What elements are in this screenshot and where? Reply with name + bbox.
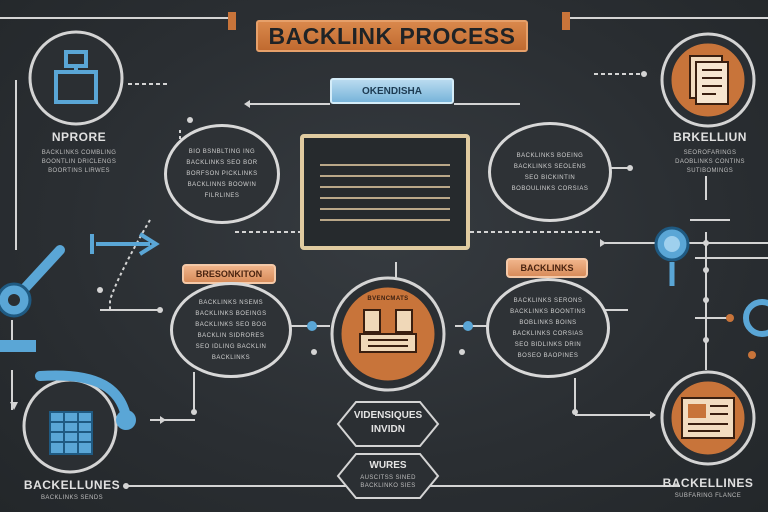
right-top-label: BRKELLIUN (673, 130, 747, 144)
hex-bottom: WURES AUSCITSS SINED BACKLINKO SIES (338, 460, 438, 489)
right-top-sub: SUTIBOMINGS (686, 168, 734, 174)
oval-text: BACKLIN SIDRORES (197, 332, 265, 339)
oval-text: BACKLINKS SEO BOR (186, 160, 258, 166)
tag-right-label: BACKLINKS (520, 263, 574, 273)
oval-text: BACKLINKS NSEMS (198, 299, 264, 306)
document-icon (689, 55, 729, 105)
oval-text: SEO BIDLINKS DRIN (514, 341, 582, 348)
left-bottom-info: BACKELLUNES BACKLINKS SENDS (14, 478, 130, 501)
left-top-sub: BACKLINKS COMBLING (41, 150, 117, 156)
newspaper-icon (681, 397, 735, 439)
tag-right: BACKLINKS (506, 258, 588, 278)
title-banner: BACKLINK PROCESS (256, 20, 528, 52)
right-top-sub: DAOBLINKS CONTINS (675, 159, 745, 165)
oval-text: SEO IDLING BACKLIN (195, 343, 267, 350)
panel-line (320, 163, 450, 166)
oval-text: BIO BSNBLTING ING (188, 149, 256, 155)
oval-text: BACKLINKS SEO BOG (195, 321, 267, 328)
oval-mid-right: BACKLINKS SERONS BACKLINKS BOONTINS BOBL… (486, 278, 610, 378)
right-top-sub: SEOROFARINGS (683, 150, 737, 156)
tag-left-label: BRESONKITON (195, 269, 263, 279)
tag-left: BRESONKITON (182, 264, 276, 284)
oval-text: BOBLINKS BOINS (519, 319, 577, 326)
oval-text: BACKLINKS SEOLENS (513, 163, 587, 170)
right-bottom-label: BACKELLINES (662, 476, 754, 490)
panel-line (320, 207, 450, 210)
center-bubble-label: BVENCMATS (367, 296, 409, 302)
panel-line (320, 196, 450, 199)
left-top-label: NPRORE (51, 130, 107, 144)
top-banner-label: OKENDISHA (361, 85, 422, 97)
left-top-sub: BOONTLIN DRICLENGS (41, 159, 117, 165)
oval-text: BACKLINKS BOONTINS (510, 308, 586, 315)
oval-top-right: BACKLINKS BOEING BACKLINKS SEOLENS SEO B… (488, 122, 612, 222)
panel-line (320, 218, 450, 221)
left-top-sub: BOORTINS LIRWES (48, 168, 110, 174)
oval-top-left: BIO BSNBLTING ING BACKLINKS SEO BOR BORF… (164, 124, 280, 224)
center-bubble: BVENCMATS (348, 296, 428, 363)
oval-text: FILRLINES (204, 193, 240, 199)
right-bottom-info: BACKELLINES SUBFARING FLANCE (652, 476, 764, 499)
left-top-info: NPRORE BACKLINKS COMBLING BOONTLIN DRICL… (24, 130, 134, 174)
building-icon (359, 309, 417, 353)
oval-text: BOBOULINKS CORSIAS (511, 185, 589, 192)
oval-mid-left: BACKLINKS NSEMS BACKLINKS BOEINGS BACKLI… (170, 282, 292, 378)
hex-top: VIDENSIQUES INVIDN (338, 410, 438, 435)
left-bottom-sub: BACKLINKS SENDS (40, 495, 104, 501)
right-bottom-sub: SUBFARING FLANCE (674, 493, 742, 499)
panel-line (320, 174, 450, 177)
panel-line (320, 185, 450, 188)
oval-text: BACKLINKS BOEING (516, 152, 584, 159)
hex-bottom-sub: BACKLINKO SIES (360, 483, 416, 489)
oval-text: SEO BICKINTIN (524, 174, 576, 181)
left-bottom-label: BACKELLUNES (23, 478, 121, 492)
hex-bottom-title: WURES (369, 460, 407, 471)
hex-top-line: INVIDN (371, 424, 405, 435)
oval-text: BACKLINKS SERONS (513, 297, 583, 304)
oval-text: BACKLINKS CORSIAS (512, 330, 584, 337)
oval-text: BORFSON PICKLINKS (186, 171, 258, 177)
spreadsheet-icon (49, 411, 93, 455)
oval-text: BACKLINNS BOOWIN (187, 182, 257, 188)
oval-text: BOSEO BAOPINES (517, 352, 579, 359)
top-banner: OKENDISHA (330, 78, 454, 104)
briefcase-icon (54, 50, 98, 104)
oval-text: BACKLINKS BOEINGS (195, 310, 267, 317)
center-panel (300, 134, 470, 250)
oval-text: BACKLINKS (211, 354, 251, 361)
right-top-info: BRKELLIUN SEOROFARINGS DAOBLINKS CONTINS… (656, 130, 764, 174)
page-title: BACKLINK PROCESS (268, 22, 516, 49)
hex-bottom-sub: AUSCITSS SINED (360, 475, 416, 481)
hex-top-line: VIDENSIQUES (353, 410, 423, 421)
